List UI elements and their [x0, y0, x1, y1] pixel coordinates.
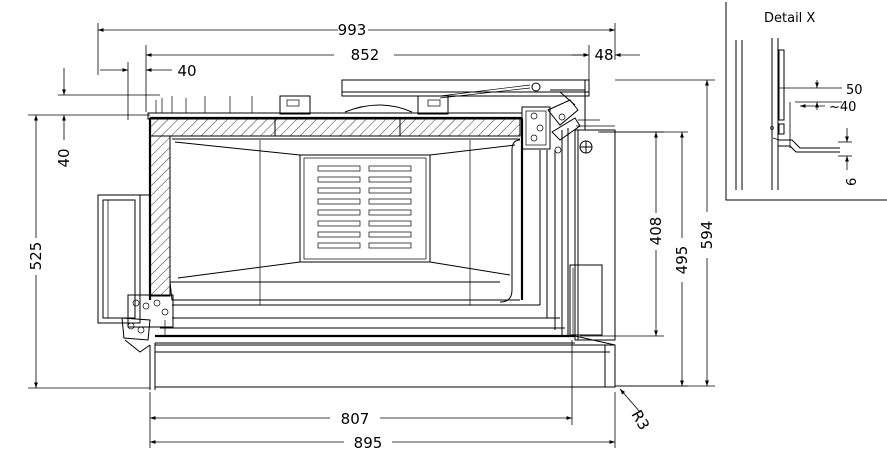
dimension-lines — [28, 23, 715, 448]
dim-852: 852 — [351, 46, 380, 64]
dim-r3: R3 — [628, 407, 654, 433]
detail-title: Detail X — [764, 11, 815, 26]
dim-807: 807 — [341, 410, 370, 428]
grate-slots — [317, 165, 412, 249]
dim-594: 594 — [698, 221, 716, 250]
dim-495: 495 — [673, 246, 691, 275]
stove-body — [97, 79, 616, 390]
detail-dim-50: 50 — [846, 83, 863, 98]
detail-x: Detail X 50 ~40 6 — [725, 2, 887, 201]
detail-dim-6: 6 — [845, 178, 860, 186]
dim-408: 408 — [647, 217, 665, 246]
dim-525: 525 — [27, 242, 45, 271]
dim-993: 993 — [338, 21, 367, 39]
dim-48: 48 — [594, 46, 613, 64]
dimension-labels: 993 852 48 40 40 525 408 495 594 807 895… — [27, 21, 716, 452]
detail-dim-40: ~40 — [829, 100, 856, 115]
dim-40-horizontal: 40 — [177, 62, 196, 80]
dim-40-vertical: 40 — [55, 148, 73, 167]
dim-895: 895 — [354, 434, 383, 452]
